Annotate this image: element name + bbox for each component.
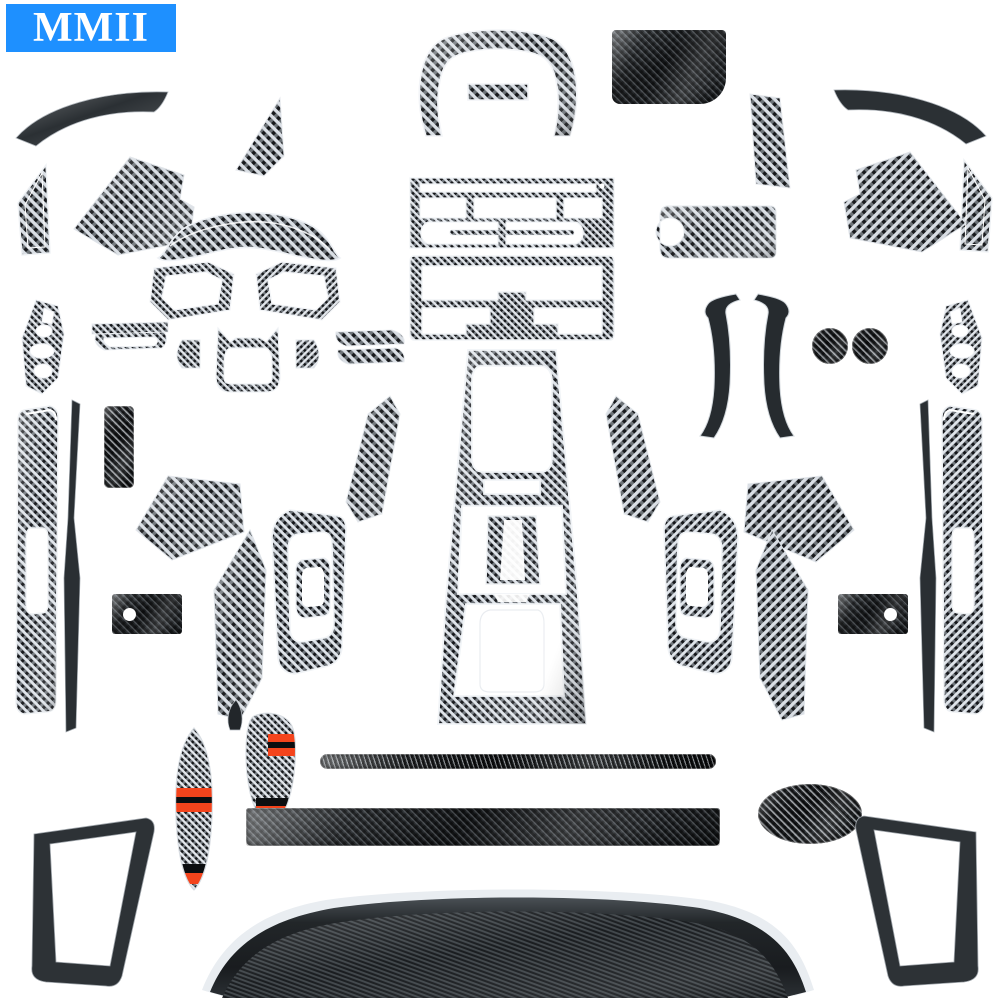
piece-radio-control-panel xyxy=(406,174,618,252)
piece-steering-wheel-upper-trim xyxy=(408,28,588,140)
piece-b-pillar-strip-left xyxy=(16,162,54,257)
piece-door-latch-plate-left xyxy=(112,594,182,634)
piece-key-fob-cover-short xyxy=(240,710,300,828)
piece-key-fob-cover-long xyxy=(168,726,220,894)
piece-key-fob-fragment xyxy=(222,698,248,732)
piece-climate-control-panel xyxy=(406,252,618,344)
brand-watermark: MMII xyxy=(6,4,176,52)
piece-door-edge-strip-left xyxy=(60,398,86,734)
piece-door-lower-panel-left xyxy=(204,528,274,724)
piece-speaker-cover-small-left xyxy=(812,328,848,364)
piece-dashboard-hood-trim xyxy=(154,211,344,268)
piece-speaker-cover-small-right xyxy=(852,328,888,364)
piece-door-lower-panel-right xyxy=(748,528,818,724)
piece-a-pillar-trim-left xyxy=(14,90,170,152)
piece-door-corner-left xyxy=(234,96,286,178)
piece-window-switch-panel-left xyxy=(18,298,70,396)
piece-a-pillar-trim-right xyxy=(832,88,988,150)
piece-window-switch-panel-right xyxy=(934,298,986,396)
piece-door-panel-upper-right xyxy=(842,150,968,256)
piece-dash-thin-strip xyxy=(320,754,716,769)
piece-door-sill-plate-right xyxy=(936,404,990,716)
piece-tweeter-frame-left xyxy=(14,816,164,992)
piece-door-armrest-right xyxy=(602,394,664,524)
piece-air-vent-trim-center xyxy=(655,202,778,262)
piece-door-sill-plate-left xyxy=(10,404,64,716)
piece-dashboard-main-cover xyxy=(186,886,826,1000)
piece-tweeter-frame-right xyxy=(846,814,996,992)
piece-door-switch-frame-left xyxy=(268,508,350,678)
piece-door-switch-frame-right xyxy=(660,508,742,678)
brand-watermark-text: MMII xyxy=(33,5,149,51)
piece-ac-vent-trim-pair xyxy=(692,288,802,440)
piece-instrument-frame-right xyxy=(252,258,344,324)
piece-steering-spoke-right xyxy=(292,338,326,370)
piece-instrument-frame-left xyxy=(146,258,238,324)
piece-steering-spoke-left xyxy=(170,338,204,370)
piece-door-corner-right xyxy=(740,92,796,192)
piece-door-handle-bezel-left xyxy=(90,320,172,354)
piece-door-upper-wedge-left xyxy=(132,474,248,566)
piece-glovebox-panel xyxy=(612,30,726,104)
piece-shift-surround-accent xyxy=(334,328,408,366)
piece-door-latch-plate-right xyxy=(838,594,908,634)
piece-door-edge-strip-right xyxy=(914,398,940,734)
piece-center-console-shift-panel xyxy=(428,348,596,728)
piece-steering-center-bezel xyxy=(210,326,286,396)
piece-dash-wide-strip xyxy=(246,808,720,846)
piece-pillar-block-left xyxy=(104,406,134,488)
piece-door-armrest-left xyxy=(342,394,404,524)
